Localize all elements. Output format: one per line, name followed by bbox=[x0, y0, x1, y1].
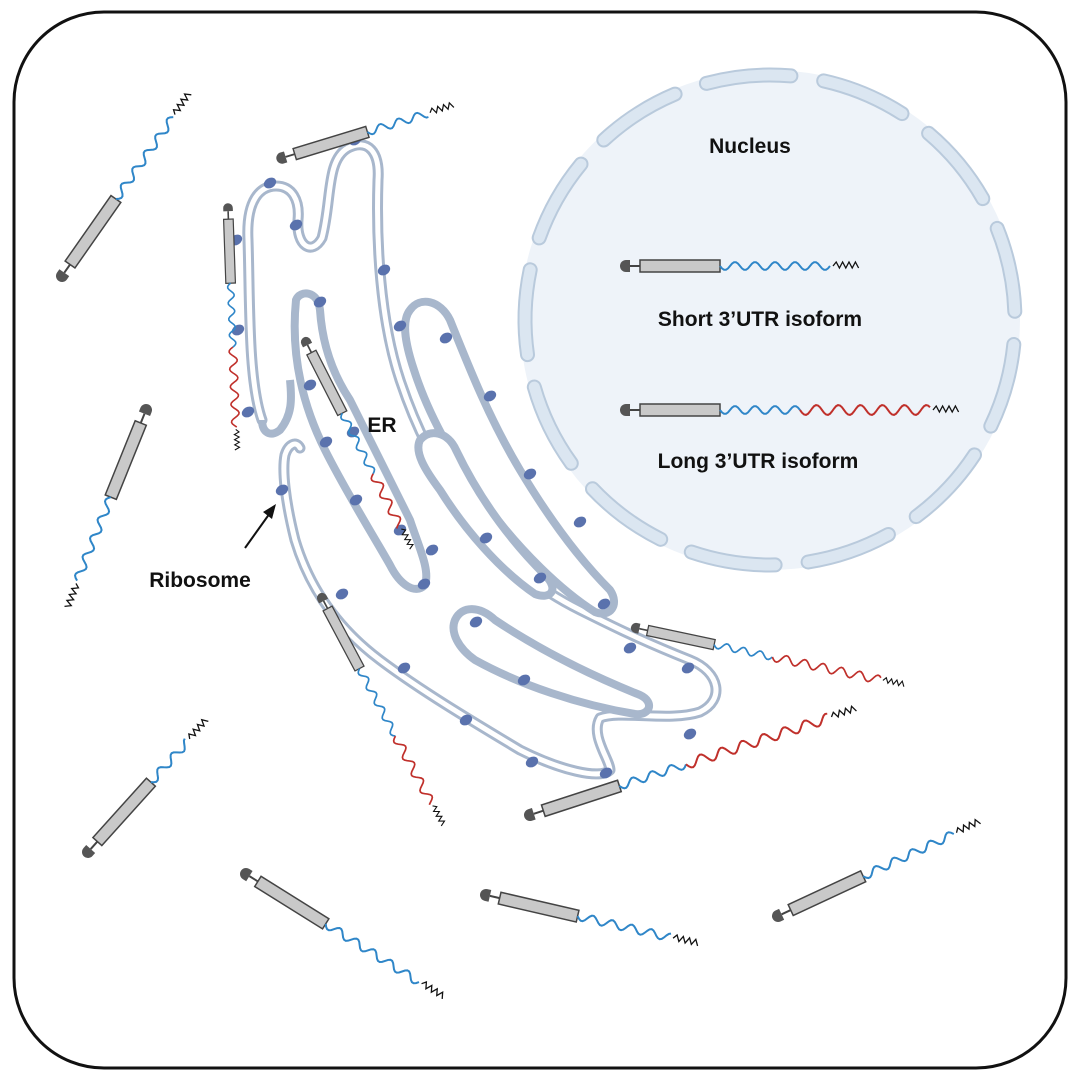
mrna-group bbox=[56, 93, 981, 999]
ribosome-icon bbox=[303, 379, 317, 391]
ribosome-icon bbox=[425, 544, 439, 556]
nuclear-envelope-segment-fill bbox=[910, 449, 980, 523]
ribosome-icon bbox=[241, 406, 255, 418]
ribosome-icon bbox=[533, 572, 547, 584]
mrna-transcript-icon bbox=[620, 259, 860, 273]
ribosome-icon bbox=[263, 177, 277, 189]
ribosome-icon bbox=[313, 296, 327, 308]
ribosome-icon bbox=[517, 674, 531, 686]
ribosome-icon bbox=[439, 332, 453, 344]
short-isoform-label: Short 3’UTR isoform bbox=[658, 308, 862, 331]
nuclear-envelope-segment-fill bbox=[991, 222, 1021, 317]
ribosome-icon bbox=[479, 532, 493, 544]
ribosome-icon bbox=[623, 642, 637, 654]
ribosome-icon bbox=[459, 714, 473, 726]
ribosome-icon bbox=[469, 616, 483, 628]
er-cisterna-loop bbox=[449, 605, 653, 719]
ribosome-icon bbox=[681, 662, 695, 674]
nuclear-envelope-segment-fill bbox=[985, 339, 1020, 432]
nuclear-envelope-segment-fill bbox=[598, 88, 681, 146]
pointer-arrow-icon bbox=[244, 504, 276, 549]
nuclear-envelope-segment-fill bbox=[685, 546, 781, 571]
nuclear-envelope-segment-fill bbox=[528, 381, 577, 469]
mrna-transcript-icon bbox=[240, 868, 444, 999]
ribosome-icon bbox=[335, 588, 349, 600]
er-cisterna-short bbox=[414, 429, 557, 600]
ribosome-icon bbox=[393, 320, 407, 332]
nucleus bbox=[517, 67, 1023, 573]
mrna-transcript-icon bbox=[480, 889, 699, 947]
nuclear-envelope-segment-fill bbox=[519, 264, 536, 361]
nuclear-envelope-segment-fill bbox=[587, 483, 667, 545]
mrna-transcript-icon bbox=[64, 404, 152, 608]
ribosome-icon bbox=[397, 662, 411, 674]
nucleus-interior bbox=[520, 70, 1020, 570]
mrna-transcript-icon bbox=[772, 818, 981, 922]
nuclear-envelope-segment-fill bbox=[923, 127, 989, 205]
ribosome-icon bbox=[599, 767, 613, 779]
ribosome-icon bbox=[417, 578, 431, 590]
ribosome-icon bbox=[377, 264, 391, 276]
mrna-transcript-icon bbox=[56, 93, 192, 282]
nuclear-envelope-segment-fill bbox=[700, 69, 797, 89]
nucleus-label: Nucleus bbox=[709, 135, 791, 158]
ribosome-icon bbox=[289, 219, 303, 231]
long-isoform-label: Long 3’UTR isoform bbox=[658, 450, 859, 473]
nuclear-envelope-segment-fill bbox=[802, 529, 894, 568]
mrna-transcript-icon bbox=[300, 336, 415, 550]
mrna-transcript-icon bbox=[316, 592, 446, 827]
ribosome-icon bbox=[319, 436, 333, 448]
ribosome-icon bbox=[483, 390, 497, 402]
nuclear-envelope bbox=[517, 67, 1023, 573]
mrna-transcript-icon bbox=[620, 403, 960, 417]
ribosome-icon bbox=[525, 756, 539, 768]
mrna-transcript-icon bbox=[82, 718, 209, 858]
nuclear-envelope-segment-fill bbox=[533, 158, 587, 244]
mrna-transcript-icon bbox=[222, 203, 241, 451]
ribosome-icon bbox=[573, 516, 587, 528]
mrna-transcript-icon bbox=[276, 101, 455, 164]
ribosome-icon bbox=[275, 484, 289, 496]
er-label: ER bbox=[367, 414, 396, 437]
mrna-transcript-icon bbox=[524, 705, 857, 821]
er-cisterna-outer bbox=[258, 379, 295, 438]
ribosome-icon bbox=[683, 728, 697, 740]
ribosome-label: Ribosome bbox=[149, 569, 251, 592]
ribosome-icon bbox=[597, 598, 611, 610]
ribosome-icon bbox=[523, 468, 537, 480]
nuclear-envelope-segment-fill bbox=[818, 75, 908, 120]
ribosome-icon bbox=[349, 494, 363, 506]
mrna-transcript-icon bbox=[630, 622, 905, 687]
er-cisterna-long bbox=[401, 297, 618, 618]
